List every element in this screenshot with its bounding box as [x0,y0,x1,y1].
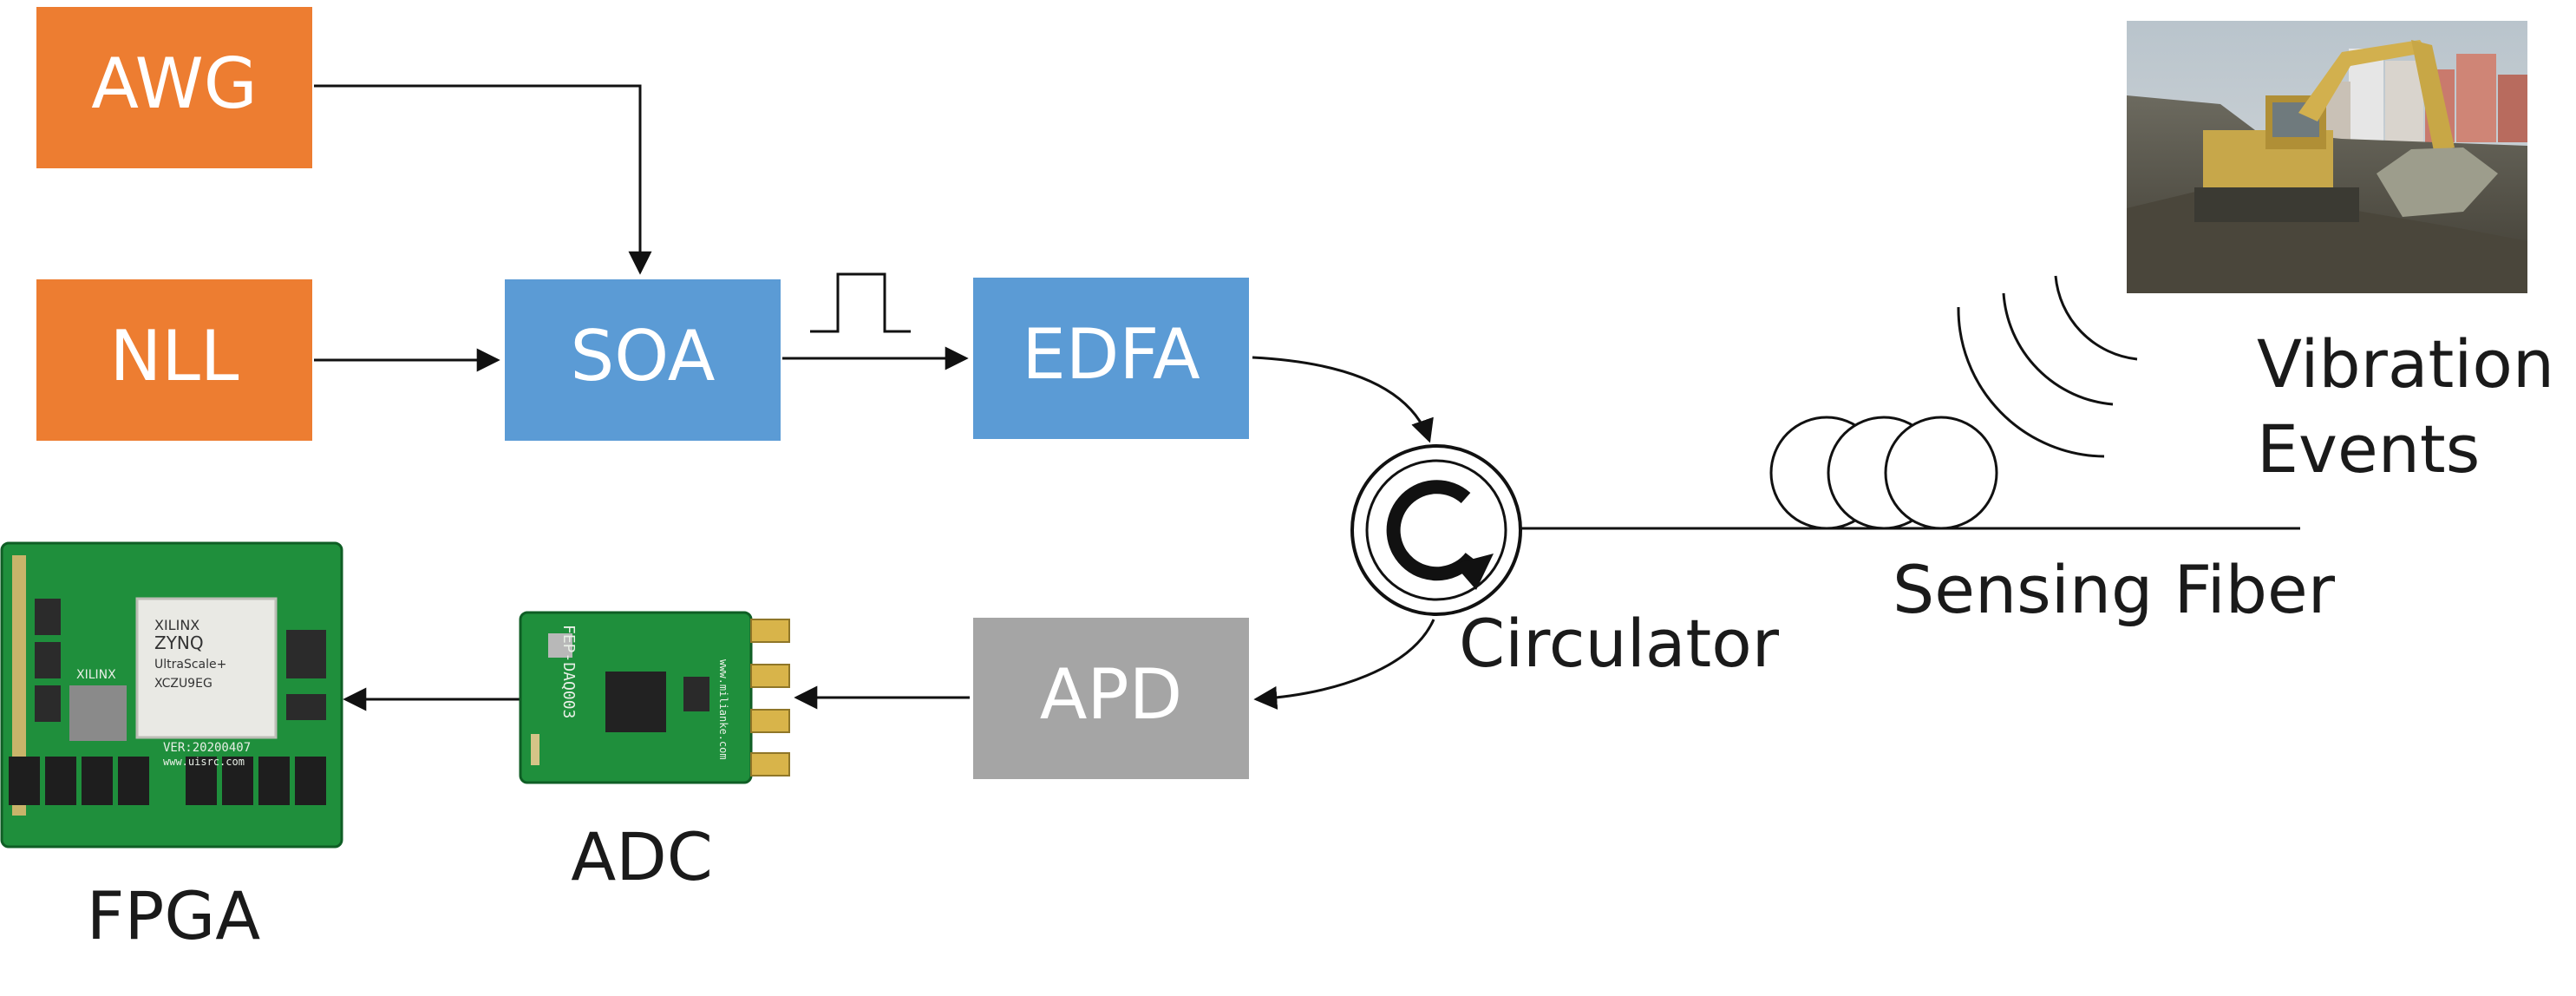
edfa-to-circulator-arrow [1252,356,1434,443]
fpga-version-label: VER:20200407 [163,741,251,755]
edfa-box [973,278,1249,439]
adc-connectors [750,619,790,776]
fiber-coil-icon [1769,416,1998,530]
edfa-block: EDFA [973,278,1249,439]
adc-label: ADC [571,818,713,895]
soa-label: SOA [570,316,715,396]
fpga-chip-series: UltraScale+ [154,658,226,672]
adc-url-label: www.milianke.com [717,659,729,760]
vibration-waves-icon [1957,275,2138,458]
circulator-label: Circulator [1459,605,1780,682]
circulator-to-apd-arrow [1253,619,1435,710]
awg-to-soa-arrow [314,84,652,275]
awg-block: AWG [36,7,312,168]
pulse-icon [810,272,911,333]
nll-box [36,279,312,441]
fpga-silk-brand: XILINX [76,668,116,682]
vibration-events-label-line2: Events [2257,410,2480,488]
fpga-board: XILINX ZYNQ UltraScale+ XCZU9EG XILINX V… [0,541,343,849]
nll-block: NLL [36,279,312,441]
apd-label: APD [1040,654,1183,735]
awg-box [36,7,312,168]
fpga-url-label: www.uisrc.com [163,756,245,768]
fpga-label: FPGA [87,877,260,954]
soa-box [505,279,781,441]
fpga-chip-family: ZYNQ [154,632,204,653]
apd-box [973,618,1249,779]
nll-label: NLL [110,316,239,396]
adc-part-label: FEP-DAQ003 [559,625,578,718]
edfa-label: EDFA [1022,314,1200,395]
vibration-events-label-line1: Vibration [2257,325,2554,403]
awg-label: AWG [91,43,257,124]
circulator-icon [1350,444,1522,616]
adc-board: FEP-DAQ003 www.milianke.com [519,611,790,784]
sensing-fiber-label: Sensing Fiber [1893,551,2336,628]
fpga-chip-brand: XILINX [154,617,199,633]
soa-block: SOA [505,279,781,441]
fpga-chip-part: XCZU9EG [154,677,212,691]
excavator-photo [2127,21,2527,293]
apd-block: APD [973,618,1249,779]
